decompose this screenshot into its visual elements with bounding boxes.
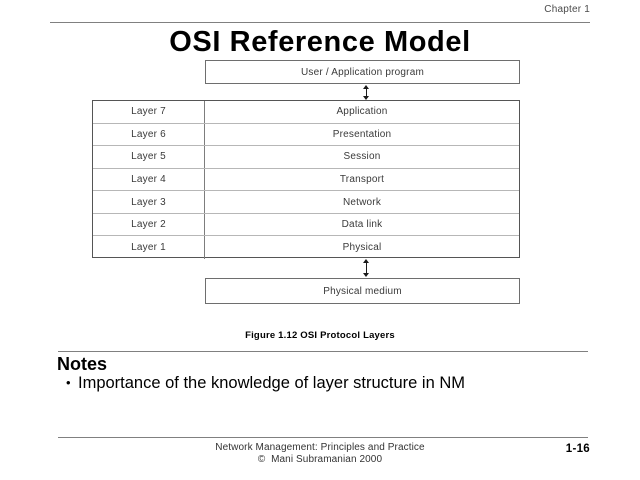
footer-line-1: Network Management: Principles and Pract… xyxy=(215,442,425,453)
table-row: Layer 7 Application xyxy=(93,101,519,124)
footer: Network Management: Principles and Pract… xyxy=(0,442,640,465)
page-title: OSI Reference Model xyxy=(169,26,471,58)
header-divider xyxy=(50,22,590,23)
layer-name-cell: Network xyxy=(342,196,382,208)
footer-line-2: © Mani Subramanian 2000 xyxy=(257,453,383,465)
layer-name-cell: Physical xyxy=(342,242,382,254)
arrow-head-up-icon xyxy=(363,259,369,263)
layer-name-cell: Presentation xyxy=(332,128,392,140)
osi-layer-table: Layer 7 Application Layer 6 Presentation… xyxy=(92,100,520,259)
double-headed-arrow-top xyxy=(362,85,372,100)
bullet-icon: • xyxy=(66,375,71,390)
layer-name-cell: Session xyxy=(343,151,381,163)
physical-medium-box: Physical medium xyxy=(205,278,520,304)
list-item: • Importance of the knowledge of layer s… xyxy=(66,373,581,393)
notes-list: • Importance of the knowledge of layer s… xyxy=(66,373,581,393)
notes-divider xyxy=(58,351,588,352)
user-application-program-box: User / Application program xyxy=(205,60,520,84)
arrow-head-down-icon xyxy=(363,96,369,100)
layer-number-cell: Layer 6 xyxy=(93,123,205,146)
layer-number-cell: Layer 3 xyxy=(93,191,205,213)
layer-number-cell: Layer 1 xyxy=(93,236,205,259)
footer-divider xyxy=(58,437,588,438)
list-item-text: Importance of the knowledge of layer str… xyxy=(78,374,466,392)
table-row: Layer 2 Data link xyxy=(93,213,519,237)
table-row: Layer 5 Session xyxy=(93,146,519,169)
layer-name-cell: Data link xyxy=(341,219,383,231)
chapter-label: Chapter 1 xyxy=(544,4,590,15)
layer-number-cell: Layer 4 xyxy=(93,168,205,191)
table-row: Layer 1 Physical xyxy=(93,236,519,259)
layer-number-cell: Layer 2 xyxy=(93,213,205,236)
arrow-shaft xyxy=(366,262,367,274)
double-headed-arrow-bottom xyxy=(362,259,372,277)
arrow-head-up-icon xyxy=(363,85,369,89)
physical-medium-label: Physical medium xyxy=(323,285,402,297)
layer-name-cell: Transport xyxy=(339,173,385,185)
table-row: Layer 6 Presentation xyxy=(93,123,519,147)
layer-name-cell: Application xyxy=(336,106,388,118)
figure-caption: Figure 1.12 OSI Protocol Layers xyxy=(245,330,395,341)
table-row: Layer 3 Network xyxy=(93,191,519,214)
table-row: Layer 4 Transport xyxy=(93,168,519,192)
layer-number-cell: Layer 7 xyxy=(93,101,205,123)
user-application-program-label: User / Application program xyxy=(300,66,425,78)
arrow-head-down-icon xyxy=(363,273,369,277)
layer-number-cell: Layer 5 xyxy=(93,146,205,168)
page-number: 1-16 xyxy=(565,443,590,455)
arrow-shaft xyxy=(366,88,367,97)
notes-heading: Notes xyxy=(57,354,108,374)
